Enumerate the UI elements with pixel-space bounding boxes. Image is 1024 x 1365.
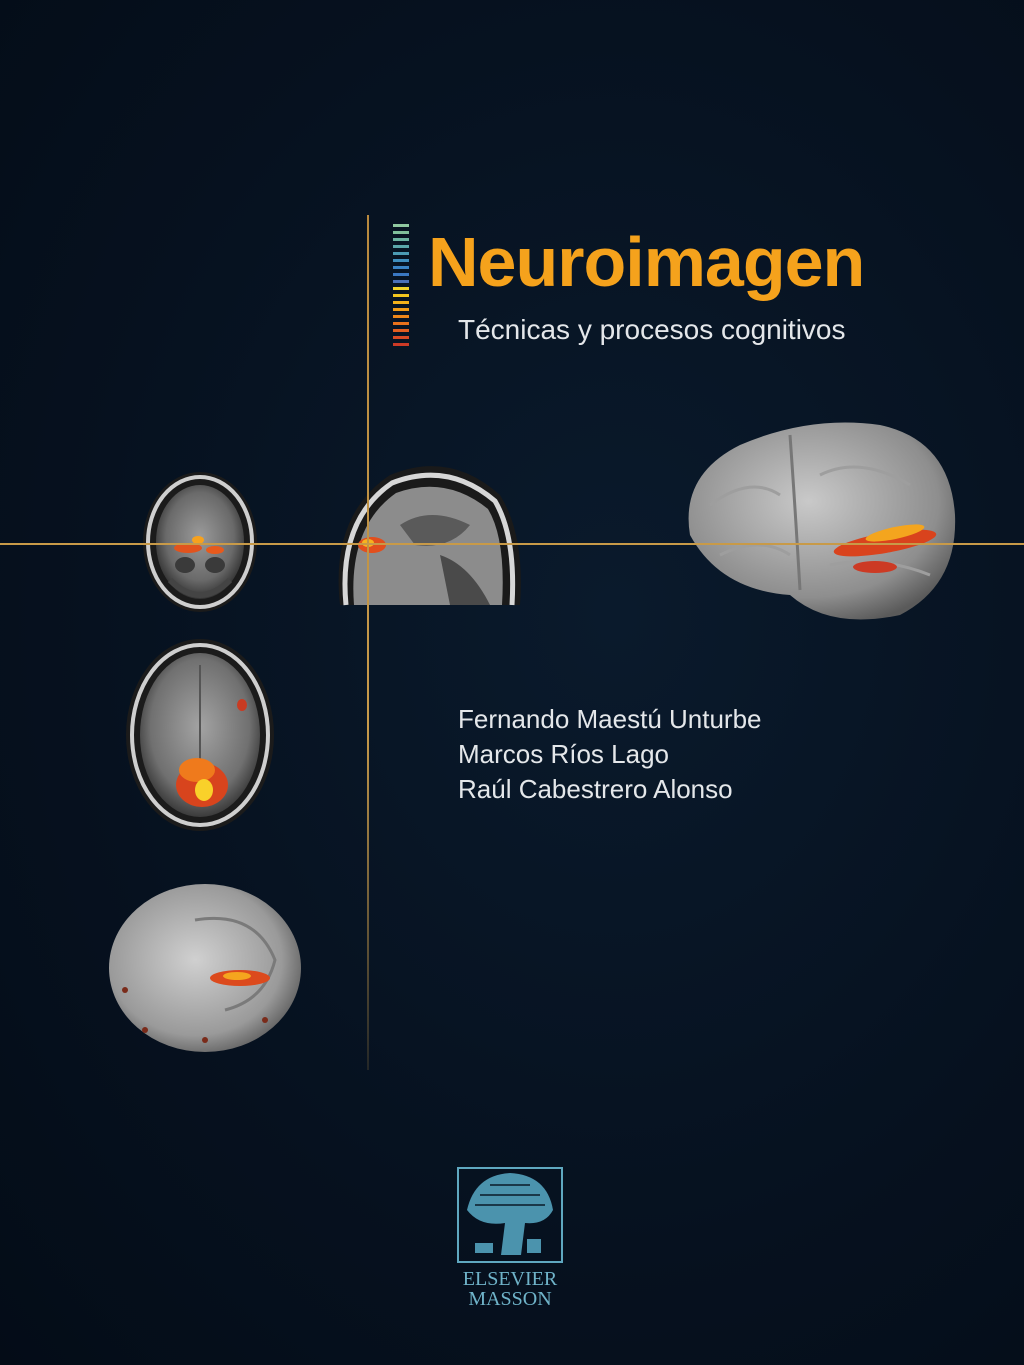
- authors-list: Fernando Maestú Unturbe Marcos Ríos Lago…: [458, 702, 762, 807]
- color-scale-bar: [393, 224, 409, 350]
- color-scale-step: [393, 301, 409, 304]
- color-scale-step: [393, 336, 409, 339]
- color-scale-step: [393, 224, 409, 227]
- axial-brain-scan: [126, 639, 274, 831]
- publisher-name-line1: ELSEVIER: [462, 1268, 558, 1290]
- color-scale-step: [393, 322, 409, 325]
- color-scale-step: [393, 287, 409, 290]
- color-scale-step: [393, 266, 409, 269]
- sagittal-brain-scan: [338, 466, 521, 606]
- publisher-name-line2: MASSON: [468, 1288, 552, 1310]
- color-scale-step: [393, 252, 409, 255]
- color-scale-step: [393, 231, 409, 234]
- color-scale-step: [393, 308, 409, 311]
- coronal-brain-scan: [143, 472, 257, 612]
- book-title: Neuroimagen: [428, 223, 865, 301]
- color-scale-step: [393, 273, 409, 276]
- surface-brain-render: [109, 884, 301, 1052]
- color-scale-step: [393, 343, 409, 346]
- color-scale-step: [393, 238, 409, 241]
- book-subtitle: Técnicas y procesos cognitivos: [458, 314, 846, 345]
- color-scale-step: [393, 245, 409, 248]
- color-scale-step: [393, 294, 409, 297]
- color-scale-step: [393, 259, 409, 262]
- author-name: Raúl Cabestrero Alonso: [458, 774, 733, 804]
- color-scale-step: [393, 280, 409, 283]
- author-name: Marcos Ríos Lago: [458, 739, 669, 769]
- elsevier-tree-logo: [457, 1167, 563, 1263]
- color-scale-step: [393, 329, 409, 332]
- crosshair-vertical-line: [367, 215, 369, 1070]
- 3d-brain-render: [688, 422, 956, 620]
- crosshair-horizontal-line: [0, 543, 1024, 545]
- color-scale-step: [393, 315, 409, 318]
- author-name: Fernando Maestú Unturbe: [458, 704, 762, 734]
